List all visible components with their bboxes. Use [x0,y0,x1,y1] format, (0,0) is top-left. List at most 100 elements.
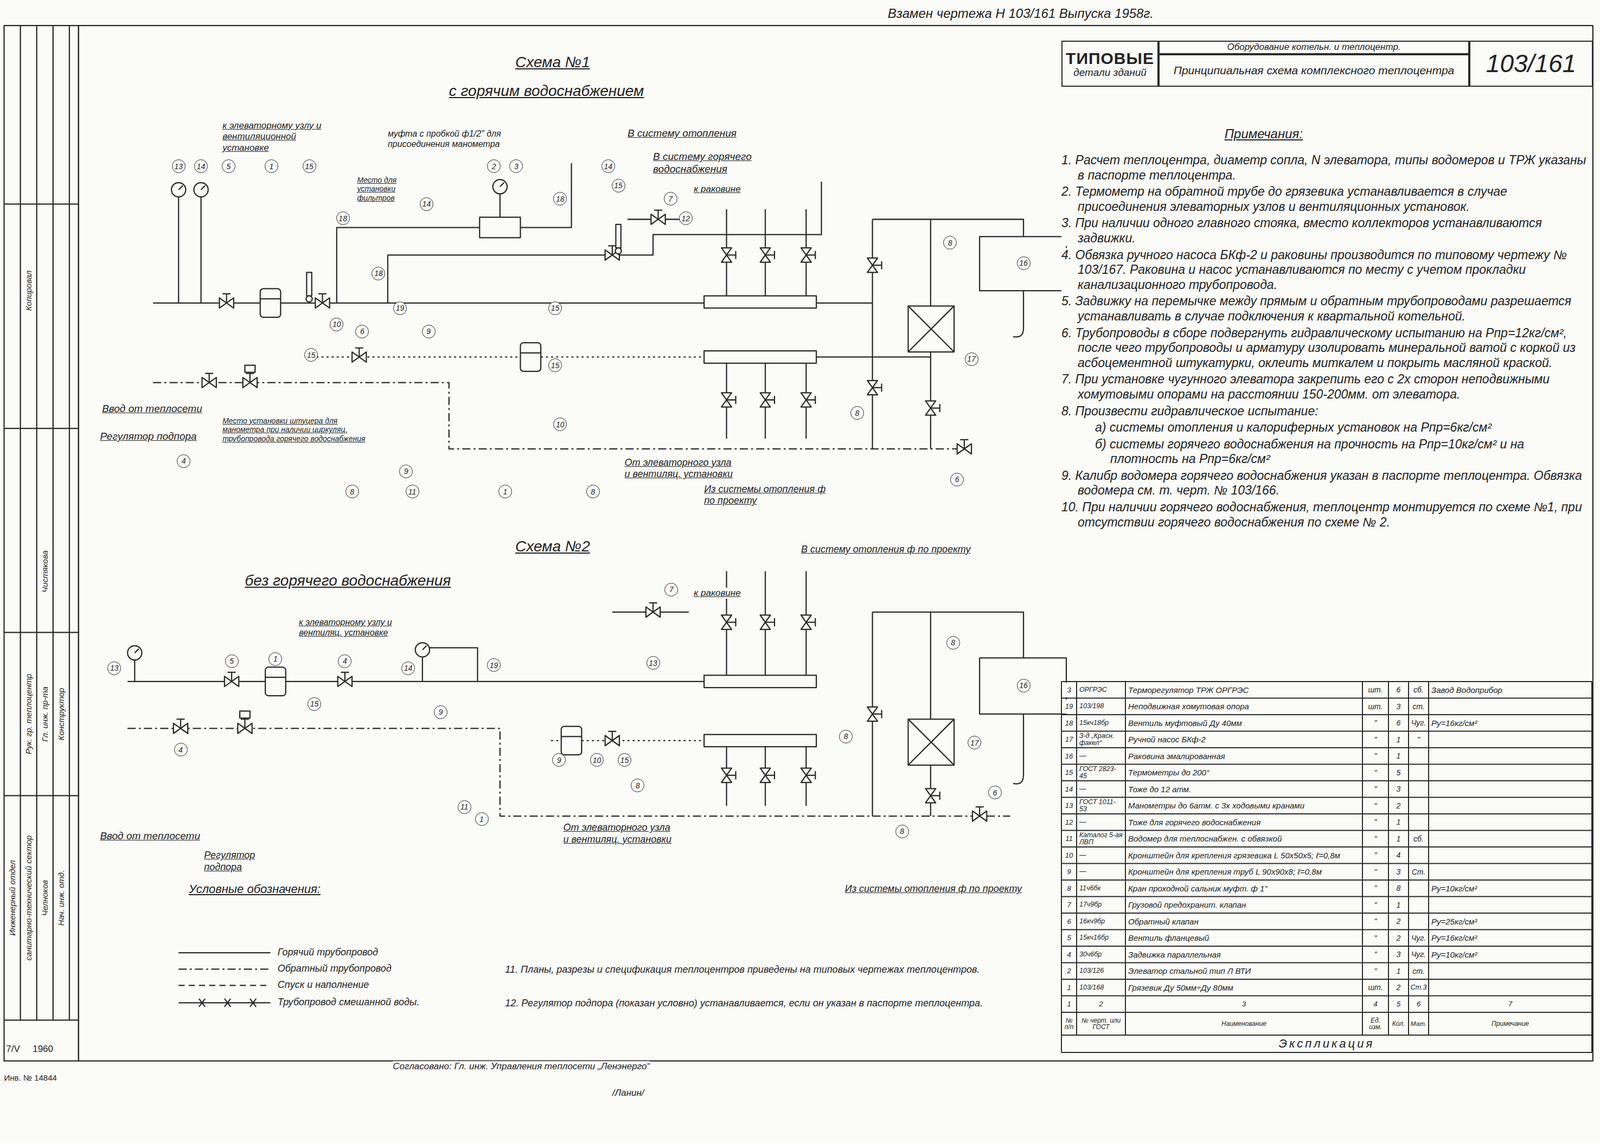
pipe-line [726,209,807,439]
table-cell: 5 [1062,931,1076,946]
table-rule [1061,797,1592,799]
callout-number: 16 [1016,679,1031,693]
table-cell: 17 [1062,732,1076,748]
annotation-text: От элеваторного узла и вентиляц. установ… [563,822,676,846]
annotation-text: В систему горячего водоснабжения [653,150,806,176]
table-cell: 1 [1389,815,1408,830]
table-cell: 17ч9бр [1077,898,1125,913]
table-cell: 2 [1389,798,1408,814]
annotation-text: к раковине [693,183,741,195]
annotation-text: Примечания: [1224,126,1303,143]
fitting-symbol [721,615,736,630]
annotation-text: От элеваторного узла и вентиляц. установ… [624,457,737,481]
annotation-text: 11. Планы, разрезы и спецификация теплоц… [504,964,980,977]
table-cell: Тоже для горячего водоснабжения [1126,815,1362,830]
table-cell: Неподвижная хомутовая опора [1126,699,1362,715]
callout-number: 8 [946,636,960,650]
table-cell: Манометры до 6атм. с 3х ходовыми кранами [1126,798,1362,814]
note-text: 8. Произвести гидравлическое испытание: [1061,404,1591,420]
table-cell: 8 [1389,881,1408,896]
callout-number: 15 [611,178,626,193]
callout-number: 11 [457,800,472,815]
legend-text: Трубопровод смешанной воды. [277,996,420,1009]
table-cell: Экспликация [1062,1036,1591,1052]
table-cell: 13 [1062,798,1076,814]
table-rule [1061,995,1592,997]
pipe-line [152,302,704,304]
table-cell: Ру=16кг/см² [1429,715,1591,731]
callout-number: 14 [419,197,434,211]
table-cell: Ру=10кг/см² [1429,947,1591,963]
pipe-line [178,999,271,1008]
callout-number: 10 [329,317,344,332]
table-cell: " [1363,765,1388,781]
fitting-symbol [605,731,620,746]
table-cell: 1 [1389,898,1408,913]
table-cell: шт. [1363,682,1388,698]
callout-number: 9 [552,753,566,767]
annotation-text: к элеваторному узлу и вентиляц. установк… [298,617,412,638]
fitting-symbol [615,224,622,255]
fitting-symbol [645,603,661,618]
notes-block: 1. Расчет теплоцентра, диаметр сопла, N … [1061,152,1591,532]
annotation-text: Ввод от теплосети [99,830,201,843]
table-rule [1061,846,1592,848]
table-cell: 4 [1062,947,1076,963]
table-cell: " [1363,832,1388,847]
table-cell: " [1363,865,1388,880]
annotation-text: Регулятор подпора [203,849,286,874]
table-cell: 4 [1363,997,1388,1013]
table-cell: Грузовой предохранит. клапан [1126,898,1362,913]
table-rule [1061,962,1592,964]
equipment-outline [979,236,1067,291]
table-cell: Ст.3 [1409,980,1428,996]
table-rule [1387,681,1390,1036]
callout-number: 16 [1016,256,1031,271]
callout-number: 15 [307,697,322,712]
table-cell: 1 [1389,749,1408,764]
callout-number: 17 [967,736,982,750]
annotation-text: без горячего водоснабжения [245,571,452,591]
fitting-symbol [219,293,234,309]
annotation-text: Регулятор подпора [99,430,197,444]
equipment-outline [704,675,817,688]
annotation-text: В систему отопления [627,127,737,140]
callout-number: 8 [586,484,600,499]
fitting-symbol [352,348,367,363]
callout-number: 14 [401,661,415,676]
fitting-symbol [493,179,508,194]
callout-number: 10 [590,753,604,767]
table-cell: Элеватор стальной тип Л ВТИ [1126,964,1362,979]
fitting-symbol [265,667,286,696]
callout-number: 3 [509,159,523,174]
table-cell: " [1363,848,1388,863]
equipment-outline [479,217,521,239]
pipe-line [499,193,501,217]
annotation-text: Взамен чертежа Н 103/161 Выпуска 1958г. [887,5,1154,22]
fitting-symbol [801,768,816,783]
table-cell: " [1409,732,1428,748]
legend-samples [178,952,271,1008]
table-cell: Чуг. [1409,931,1428,946]
callout-number: 8 [943,235,957,250]
fitting-symbol [760,615,775,630]
table-cell: 11 [1062,832,1076,847]
table-cell: Ру=16кг/см² [1429,931,1591,946]
table-cell: Чуг. [1409,947,1428,963]
table-cell: 1 [1062,980,1076,996]
stamp-text: Гл. инж. пр-та [40,686,50,742]
table-rule [1061,714,1592,716]
callout-number: 8 [839,730,853,744]
note-text: 5. Задвижку на перемычке между прямым и … [1061,293,1591,324]
table-cell: 4 [1389,848,1408,863]
callout-number: 9 [421,324,436,339]
callout-number: 1 [264,159,279,174]
stamp-text: Копировал [23,270,34,312]
table-cell: Кронштейн для крепления грязевика L 50х5… [1126,848,1362,863]
table-cell: шт. [1363,980,1388,996]
table-cell: Примечание [1429,1013,1591,1035]
table-cell: 3 [1062,682,1076,698]
callout-number: 15 [302,159,317,174]
table-cell: 19 [1062,699,1076,715]
callout-number: 2 [487,159,501,174]
